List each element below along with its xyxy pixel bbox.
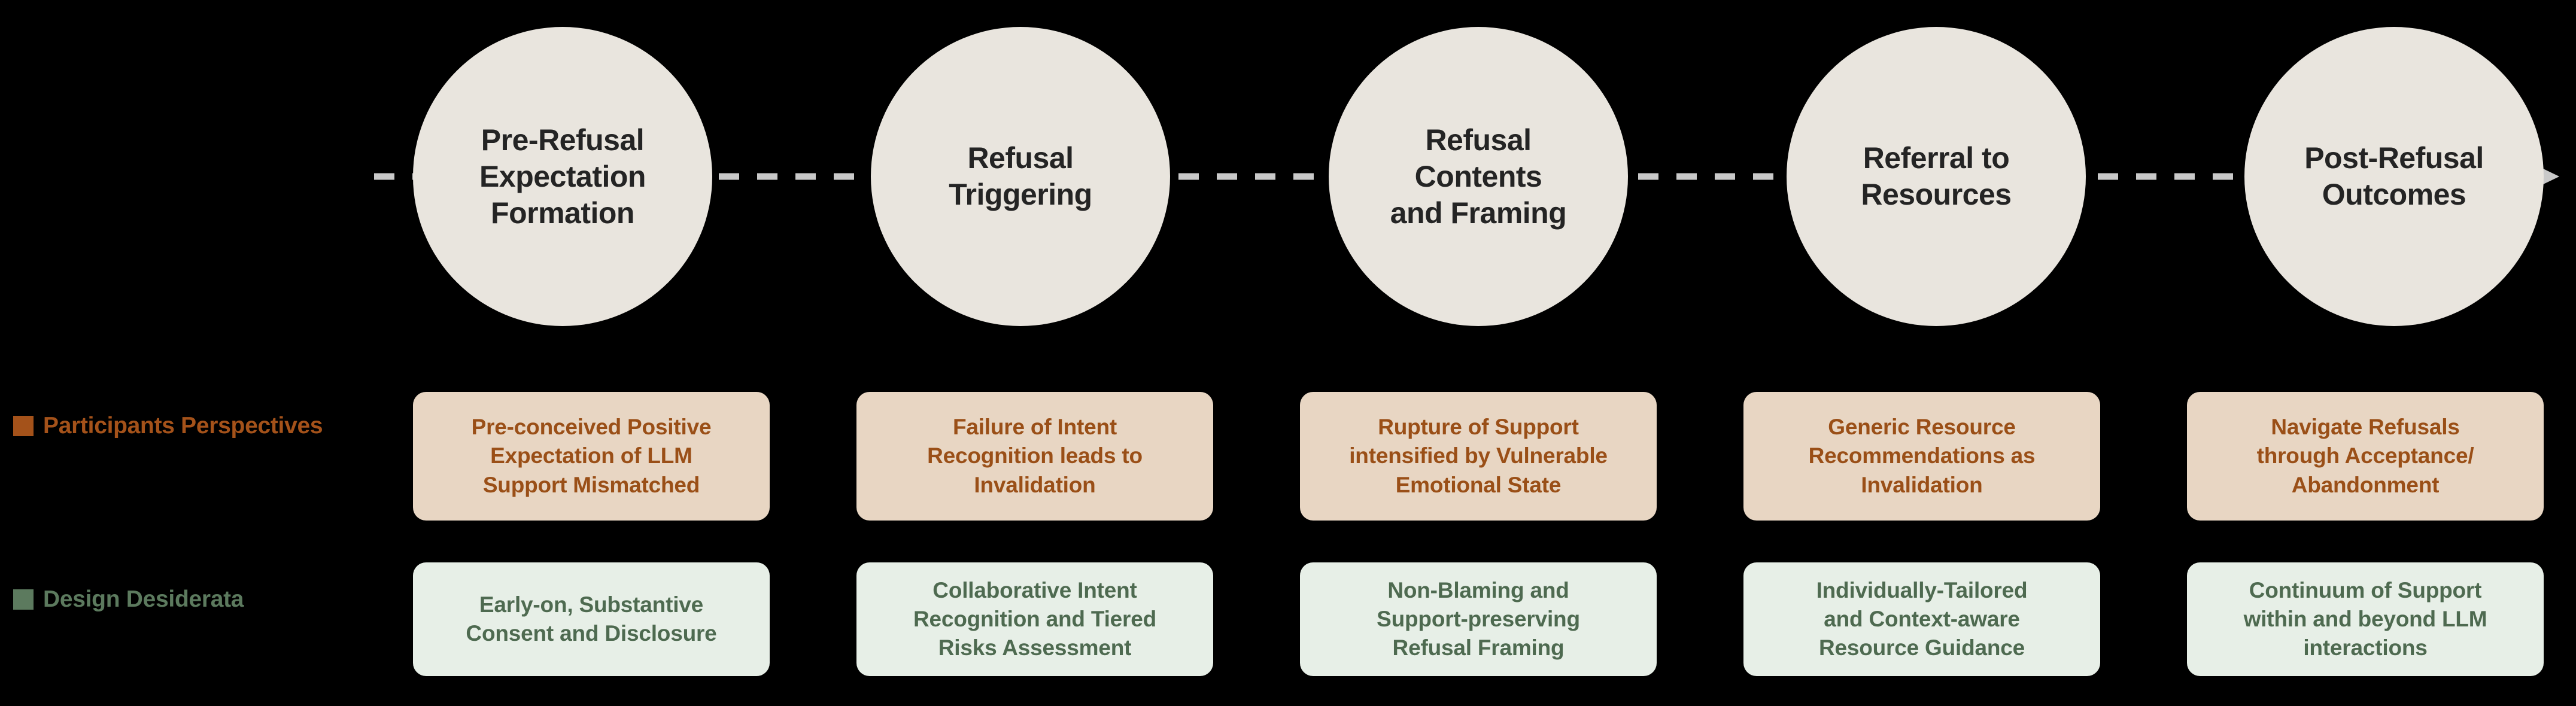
participants-card-text: Navigate Refusals through Acceptance/ Ab… xyxy=(2256,415,2474,497)
row-legend-label: Design Desiderata xyxy=(43,586,244,612)
stage-circle-row: Pre-Refusal Expectation Formation Refusa… xyxy=(413,27,2544,326)
desiderata-card[interactable]: Individually-Tailored and Context-aware … xyxy=(1743,562,2100,676)
stage-circle-refusal-triggering[interactable]: Refusal Triggering xyxy=(871,27,1170,326)
square-marker-icon xyxy=(13,589,34,610)
desiderata-card[interactable]: Continuum of Support within and beyond L… xyxy=(2187,562,2544,676)
desiderata-card-text: Individually-Tailored and Context-aware … xyxy=(1816,577,2028,661)
stage-circle-referral-to-resources[interactable]: Referral to Resources xyxy=(1787,27,2086,326)
design-desiderata-card-row: Early-on, Substantive Consent and Disclo… xyxy=(413,562,2544,682)
desiderata-card-text: Continuum of Support within and beyond L… xyxy=(2243,577,2487,661)
desiderata-card-text: Non-Blaming and Support-preserving Refus… xyxy=(1377,577,1580,661)
desiderata-card[interactable]: Non-Blaming and Support-preserving Refus… xyxy=(1300,562,1657,676)
stage-circle-pre-refusal-expectation-formation[interactable]: Pre-Refusal Expectation Formation xyxy=(413,27,712,326)
row-legend-participants-perspectives: Participants Perspectives xyxy=(13,413,323,439)
participants-card[interactable]: Rupture of Support intensified by Vulner… xyxy=(1300,392,1657,521)
participants-card-text: Generic Resource Recommendations as Inva… xyxy=(1808,415,2036,497)
participants-card[interactable]: Pre-conceived Positive Expectation of LL… xyxy=(413,392,770,521)
participants-card-text: Failure of Intent Recognition leads to I… xyxy=(927,415,1143,497)
stage-circle-label: Refusal Contents and Framing xyxy=(1390,123,1567,230)
square-marker-icon xyxy=(13,416,34,436)
stage-circle-post-refusal-outcomes[interactable]: Post-Refusal Outcomes xyxy=(2244,27,2544,326)
stage-circle-refusal-contents-and-framing[interactable]: Refusal Contents and Framing xyxy=(1329,27,1628,326)
desiderata-card[interactable]: Collaborative Intent Recognition and Tie… xyxy=(856,562,1213,676)
stage-circle-label: Post-Refusal Outcomes xyxy=(2304,141,2484,211)
participants-perspectives-card-row: Pre-conceived Positive Expectation of LL… xyxy=(413,392,2544,524)
participants-card-text: Rupture of Support intensified by Vulner… xyxy=(1349,415,1608,497)
participants-card[interactable]: Navigate Refusals through Acceptance/ Ab… xyxy=(2187,392,2544,521)
row-legend-label: Participants Perspectives xyxy=(43,413,323,439)
participants-card-text: Pre-conceived Positive Expectation of LL… xyxy=(471,415,712,497)
participants-card[interactable]: Generic Resource Recommendations as Inva… xyxy=(1743,392,2100,521)
desiderata-card-text: Early-on, Substantive Consent and Disclo… xyxy=(466,592,717,646)
stage-circle-label: Pre-Refusal Expectation Formation xyxy=(479,123,646,230)
stage-circle-label: Refusal Triggering xyxy=(949,141,1092,211)
row-legend-design-desiderata: Design Desiderata xyxy=(13,586,244,613)
stage-circle-label: Referral to Resources xyxy=(1861,141,2012,211)
desiderata-card[interactable]: Early-on, Substantive Consent and Disclo… xyxy=(413,562,770,676)
participants-card[interactable]: Failure of Intent Recognition leads to I… xyxy=(856,392,1213,521)
desiderata-card-text: Collaborative Intent Recognition and Tie… xyxy=(913,577,1157,661)
